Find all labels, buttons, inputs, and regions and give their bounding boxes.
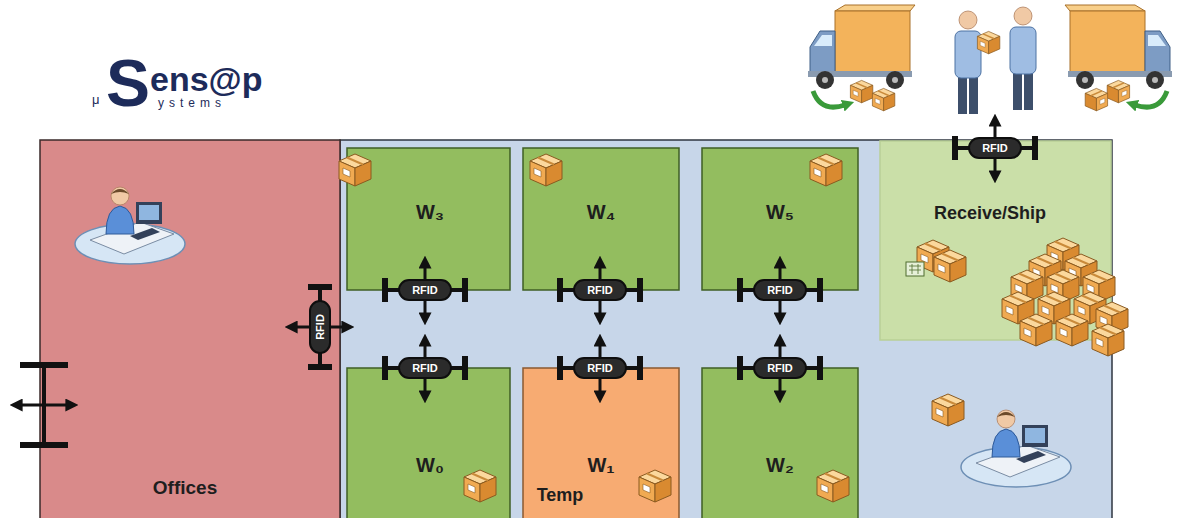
zone-label: W₁ bbox=[587, 454, 614, 477]
handover-people bbox=[955, 7, 1036, 114]
warehouse-worker bbox=[961, 410, 1071, 487]
storage-zone: W₅ bbox=[702, 148, 858, 290]
rfid-reader: RFID bbox=[398, 279, 452, 301]
logo-mark: S bbox=[106, 50, 150, 116]
storage-zone: W₄ bbox=[523, 148, 679, 290]
package-icon bbox=[932, 394, 964, 426]
rfid-gate bbox=[560, 344, 640, 393]
rfid-gate bbox=[385, 344, 465, 393]
rfid-gate bbox=[295, 287, 344, 367]
rfid-reader: RFID bbox=[573, 279, 627, 301]
warehouse-floor bbox=[340, 140, 1112, 518]
package-icon bbox=[639, 470, 671, 502]
rfid-gate bbox=[740, 344, 820, 393]
rfid-reader: RFID bbox=[968, 137, 1022, 159]
zone-label: Offices bbox=[153, 477, 217, 499]
unloading-truck bbox=[808, 5, 915, 111]
reader-label: RFID bbox=[412, 284, 438, 297]
package-pile bbox=[1002, 238, 1128, 356]
door-arrow bbox=[20, 404, 68, 407]
storage-zone: W₂ bbox=[702, 368, 858, 518]
temp-storage-zone: W₁Temp bbox=[523, 368, 679, 518]
zone-label: W₃ bbox=[416, 201, 444, 224]
logo-text: ens@p bbox=[150, 62, 263, 96]
door-frame bbox=[20, 362, 68, 368]
rfid-reader: RFID bbox=[398, 357, 452, 379]
package-icon bbox=[339, 154, 371, 186]
zone-label: W₀ bbox=[416, 454, 444, 477]
reader-label: RFID bbox=[587, 362, 613, 375]
zone-note: Temp bbox=[537, 485, 584, 506]
rfid-gate bbox=[560, 266, 640, 315]
rfid-reader: RFID bbox=[573, 357, 627, 379]
rfid-gate bbox=[385, 266, 465, 315]
rfid-gate bbox=[955, 124, 1035, 173]
office-region: Offices bbox=[40, 140, 340, 518]
reader-label: RFID bbox=[587, 284, 613, 297]
zone-label: Receive/Ship bbox=[934, 203, 1046, 224]
office-worker bbox=[75, 187, 185, 264]
reader-label: RFID bbox=[767, 362, 793, 375]
logo-mark: μ bbox=[92, 93, 100, 106]
receive-ship-area: Receive/Ship bbox=[880, 141, 1111, 340]
door-frame bbox=[20, 442, 68, 448]
zone-label: W₄ bbox=[587, 201, 615, 224]
zone-label: W₂ bbox=[766, 454, 794, 477]
loading-truck bbox=[1065, 5, 1172, 111]
package-icon bbox=[464, 470, 496, 502]
storage-zone-shape bbox=[347, 368, 510, 518]
storage-zone: W₀ bbox=[347, 368, 510, 518]
rfid-reader: RFID bbox=[753, 279, 807, 301]
office-region-shape bbox=[40, 140, 340, 518]
tagged-package bbox=[906, 240, 966, 282]
storage-zone: W₃ bbox=[347, 148, 510, 290]
package-icon bbox=[530, 154, 562, 186]
rfid-reader: RFID bbox=[753, 357, 807, 379]
rfid-reader: RFID bbox=[309, 300, 331, 354]
reader-label: RFID bbox=[412, 362, 438, 375]
reader-label: RFID bbox=[314, 314, 327, 340]
zone-label: W₅ bbox=[766, 201, 794, 224]
package-icon bbox=[817, 470, 849, 502]
package-icon bbox=[810, 154, 842, 186]
logo-text: ystems bbox=[158, 97, 226, 109]
reader-label: RFID bbox=[982, 142, 1008, 155]
reader-label: RFID bbox=[767, 284, 793, 297]
rfid-gate bbox=[740, 266, 820, 315]
